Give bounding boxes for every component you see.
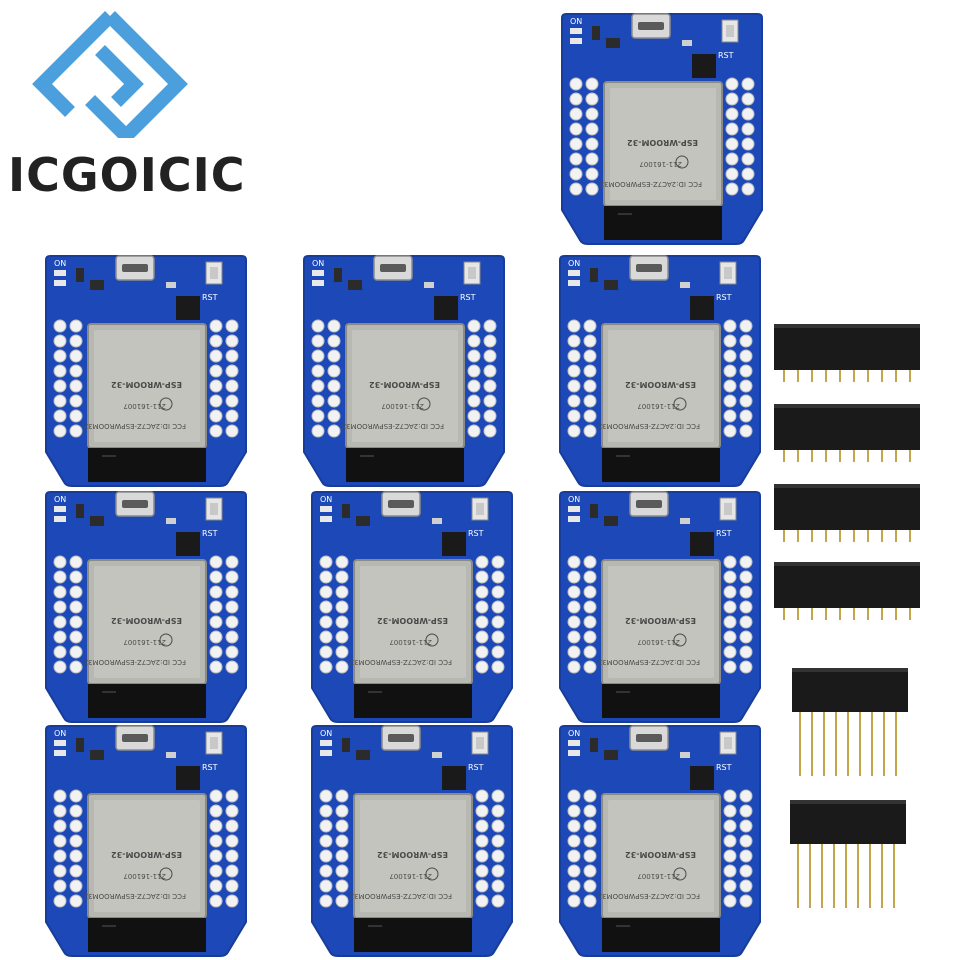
board-r2-c3 (559, 491, 761, 723)
long-pin-header-2 (789, 799, 907, 909)
board-r2-c2 (311, 491, 513, 723)
header-strip-4 (773, 561, 921, 621)
board-r1-c3 (559, 255, 761, 487)
board-r1-c1 (45, 255, 247, 487)
long-pin-header-1 (791, 667, 909, 777)
header-strip-1 (773, 323, 921, 383)
board-r3-c3 (559, 725, 761, 957)
brand-logo-icon (32, 11, 188, 138)
board-r3-c2 (311, 725, 513, 957)
board-top (561, 13, 763, 245)
board-r2-c1 (45, 491, 247, 723)
header-strip-3 (773, 483, 921, 543)
board-r3-c1 (45, 725, 247, 957)
brand-name: ICGOICIC (8, 148, 246, 202)
header-strip-2 (773, 403, 921, 463)
board-r1-c2 (303, 255, 505, 487)
